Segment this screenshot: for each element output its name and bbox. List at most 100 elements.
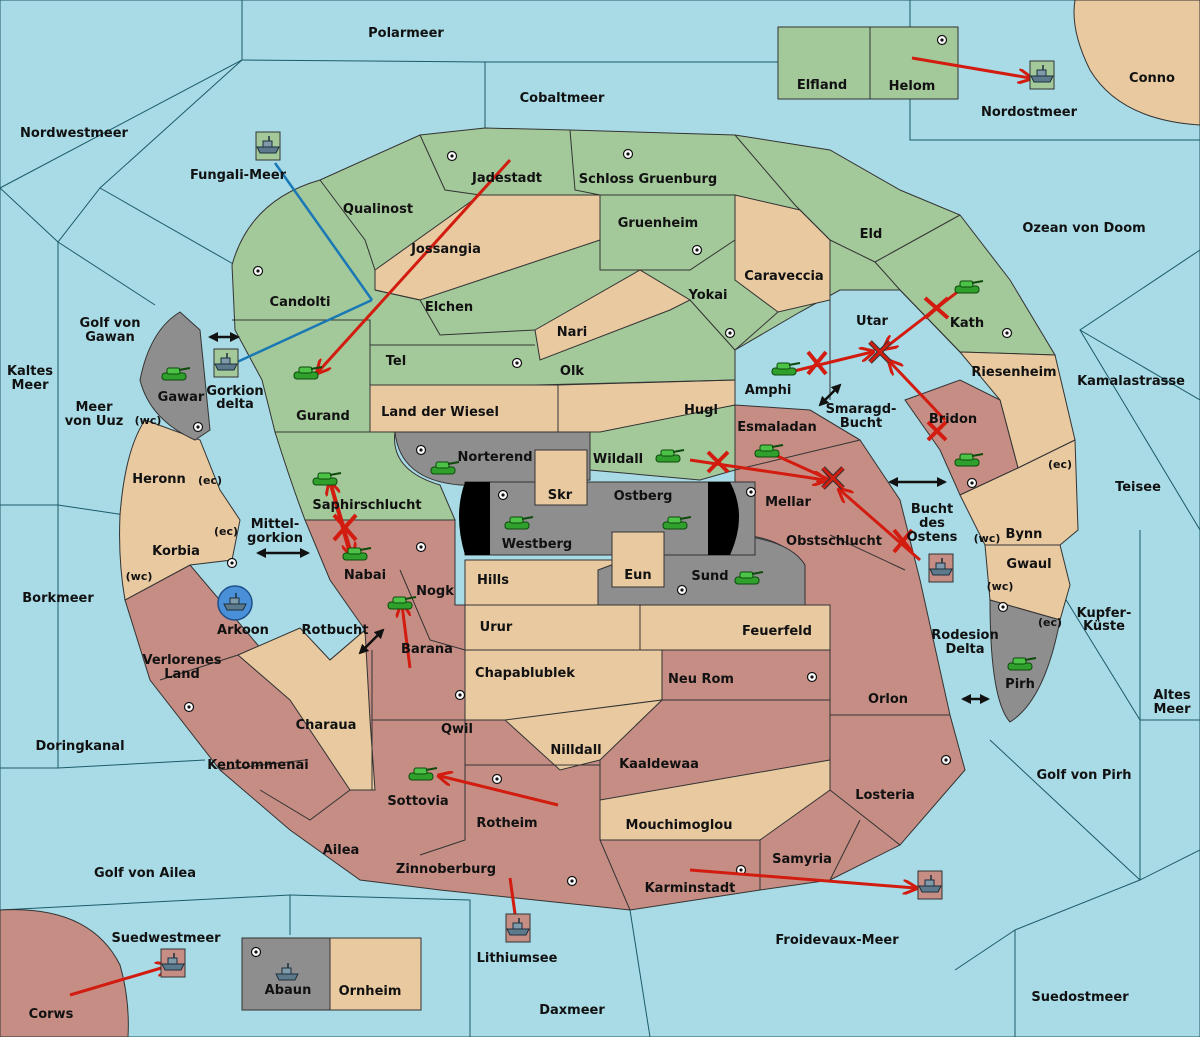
- label-nilldall: Nilldall: [550, 743, 601, 758]
- label-wildall: Wildall: [593, 452, 643, 467]
- move-arrow: [318, 158, 512, 372]
- label-mouchimoglou: Mouchimoglou: [626, 818, 733, 833]
- label-gurand: Gurand: [296, 409, 350, 424]
- label-rotbucht: Rotbucht: [302, 623, 369, 638]
- label-polarmeer: Polarmeer: [368, 26, 444, 41]
- label-caraveccia: Caraveccia: [744, 269, 823, 284]
- label-qwil: Qwil: [441, 722, 473, 737]
- label-jadestadt: Jadestadt: [471, 171, 542, 186]
- label-eld: Eld: [860, 227, 883, 242]
- label-gorkion-delta-2: delta: [216, 397, 254, 412]
- move-arrow: [689, 868, 915, 888]
- label-abaun: Abaun: [265, 983, 312, 998]
- label-nordostmeer: Nordostmeer: [981, 105, 1078, 120]
- supply-center-marker: [676, 584, 688, 596]
- label-westberg: Westberg: [502, 537, 572, 552]
- label-mittelgorkion-1: Mittel-: [251, 517, 300, 532]
- fleet-square: [255, 131, 281, 161]
- supply-center-marker: [491, 773, 503, 785]
- label-amphi: Amphi: [745, 383, 792, 398]
- support-line: [234, 298, 373, 365]
- coast-labels: (wc) (ec) (ec) (wc) (ec) (wc) (wc) (ec): [126, 414, 1072, 629]
- label-land-der-wiesel: Land der Wiesel: [381, 405, 499, 420]
- move-arrow: [774, 453, 830, 480]
- label-kath: Kath: [950, 316, 984, 331]
- coast-label-wc: (wc): [135, 414, 162, 427]
- label-suedwestmeer: Suedwestmeer: [111, 931, 221, 946]
- dislodged-marker: [821, 340, 892, 490]
- label-kaaldewaa: Kaaldewaa: [619, 757, 699, 772]
- fleet-square: [928, 553, 954, 583]
- label-candolti: Candolti: [270, 295, 331, 310]
- label-korbia: Korbia: [152, 544, 200, 559]
- label-norterend: Norterend: [457, 450, 532, 465]
- fleet-circle: [217, 585, 253, 621]
- label-conno: Conno: [1129, 71, 1175, 86]
- coast-label-ec: (ec): [1048, 458, 1072, 471]
- supply-center-marker: [735, 864, 747, 876]
- label-teisee: Teisee: [1115, 480, 1161, 495]
- label-bucht-des-ostens-1: Bucht: [911, 502, 953, 517]
- label-schloss-gruenburg: Schloss Gruenburg: [579, 172, 717, 187]
- label-gawar: Gawar: [158, 390, 205, 405]
- label-kupfer-kueste-1: Kupfer-: [1077, 606, 1132, 621]
- supply-center-marker: [622, 148, 634, 160]
- supply-center-marker: [446, 150, 458, 162]
- label-sottovia: Sottovia: [387, 794, 448, 809]
- label-verlorenes-land-2: Land: [164, 667, 200, 682]
- fleet-square: [1029, 60, 1055, 90]
- label-pirh: Pirh: [1005, 677, 1035, 692]
- supply-center-marker: [724, 327, 736, 339]
- label-eun: Eun: [624, 568, 651, 583]
- label-meer-von-uuz-2: von Uuz: [65, 414, 124, 429]
- label-fungali-meer: Fungali-Meer: [190, 168, 287, 183]
- supply-center-marker: [511, 357, 523, 369]
- supply-center-marker: [1001, 327, 1013, 339]
- coast-label-ec: (ec): [214, 525, 238, 538]
- label-orlon: Orlon: [868, 692, 908, 707]
- land-labels: Elfland Helom Abaun Ornheim Jadestadt Sc…: [132, 78, 1056, 999]
- supply-center-marker: [936, 34, 948, 46]
- label-daxmeer: Daxmeer: [539, 1003, 605, 1018]
- coast-label-wc: (wc): [987, 580, 1014, 593]
- label-golf-von-gawan-2: Gawan: [85, 330, 134, 345]
- supply-centers: [183, 34, 1013, 958]
- label-verlorenes-land-1: Verlorenes: [142, 653, 221, 668]
- move-arrow: [689, 458, 825, 480]
- move-arrow: [69, 966, 168, 997]
- label-hills: Hills: [477, 573, 509, 588]
- label-karminstadt: Karminstadt: [645, 881, 736, 896]
- label-qualinost: Qualinost: [343, 202, 413, 217]
- label-esmaladan: Esmaladan: [737, 420, 817, 435]
- supply-center-marker: [966, 477, 978, 489]
- coast-label-wc: (wc): [974, 532, 1001, 545]
- label-rodesion-delta-1: Rodesion: [931, 628, 998, 643]
- move-arrow: [789, 352, 872, 374]
- label-riesenheim: Riesenheim: [971, 365, 1056, 380]
- label-losteria: Losteria: [855, 788, 915, 803]
- label-yokai: Yokai: [687, 288, 727, 303]
- label-froidevaux-meer: Froidevaux-Meer: [775, 933, 899, 948]
- label-tel: Tel: [386, 354, 406, 369]
- label-gruenheim: Gruenheim: [618, 216, 698, 231]
- label-zinnoberburg: Zinnoberburg: [396, 862, 496, 877]
- label-saphirschlucht: Saphirschlucht: [312, 498, 421, 513]
- label-corws: Corws: [29, 1007, 74, 1022]
- label-gwaul: Gwaul: [1006, 557, 1051, 572]
- fleet-square: [160, 948, 186, 978]
- label-heronn: Heronn: [132, 472, 186, 487]
- supply-center-marker: [806, 671, 818, 683]
- supply-center-marker: [691, 244, 703, 256]
- label-ornheim: Ornheim: [339, 984, 402, 999]
- label-ostberg: Ostberg: [614, 489, 673, 504]
- support-line: [273, 162, 374, 301]
- label-elfland: Elfland: [797, 78, 847, 93]
- supply-center-marker: [226, 557, 238, 569]
- label-helom: Helom: [889, 79, 936, 94]
- move-arrow: [890, 362, 947, 422]
- label-golf-von-ailea: Golf von Ailea: [94, 866, 196, 881]
- label-chapablublek: Chapablublek: [475, 666, 575, 681]
- label-arkoon: Arkoon: [217, 623, 269, 638]
- label-hugl: Hugl: [684, 403, 718, 418]
- label-nabai: Nabai: [344, 568, 386, 583]
